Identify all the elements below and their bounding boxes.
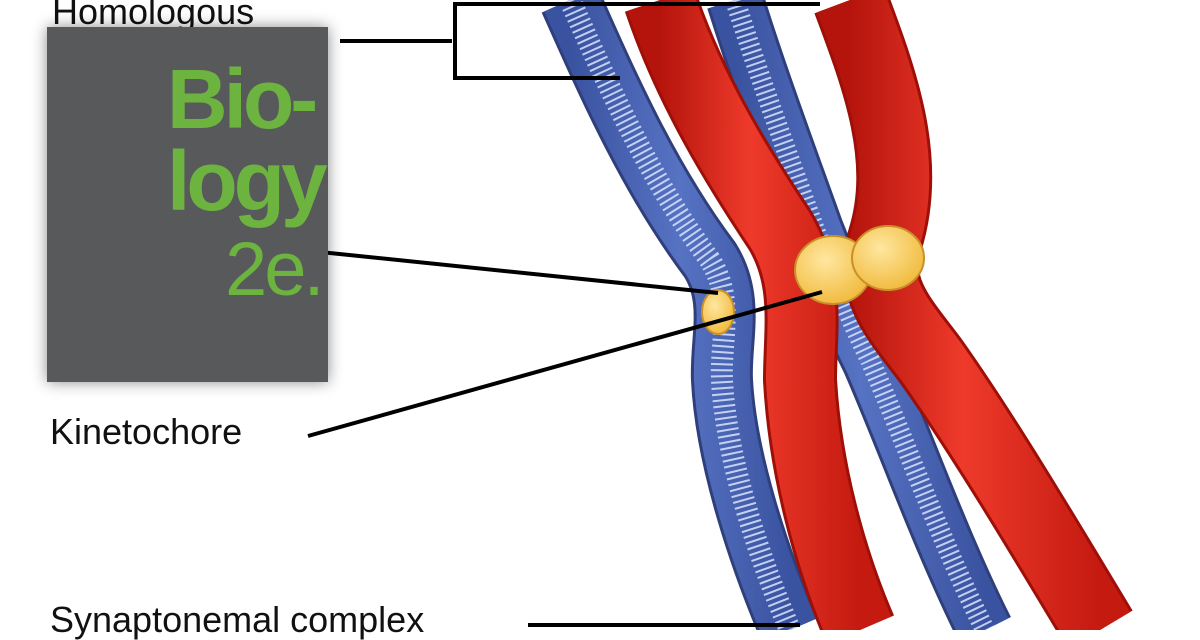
centromere-leader-line [319, 250, 719, 295]
left-red-chromatid [624, 0, 895, 630]
right-blue-chromatid [707, 0, 1011, 630]
kinetochore-left-small [701, 289, 735, 335]
leader-lines [307, 2, 823, 627]
kinetochore-right [851, 225, 925, 291]
homologous-bracket [453, 2, 820, 80]
book-cover-title-line2: logy [167, 134, 328, 228]
kinetochore-leader-line [307, 290, 823, 438]
right-red-chromatid [814, 0, 1133, 630]
book-cover-thumbnail: Bio- logy 2e. [47, 27, 328, 382]
synaptonemal-complex-label: Synaptonemal complex [50, 599, 425, 640]
book-cover-title-line1: Bio- [167, 52, 318, 146]
kinetochore-shapes [701, 225, 925, 335]
homologous-label: Homologous [52, 0, 255, 32]
book-cover-edition: 2e. [225, 227, 325, 312]
kinetochore-label: Kinetochore [50, 411, 243, 452]
